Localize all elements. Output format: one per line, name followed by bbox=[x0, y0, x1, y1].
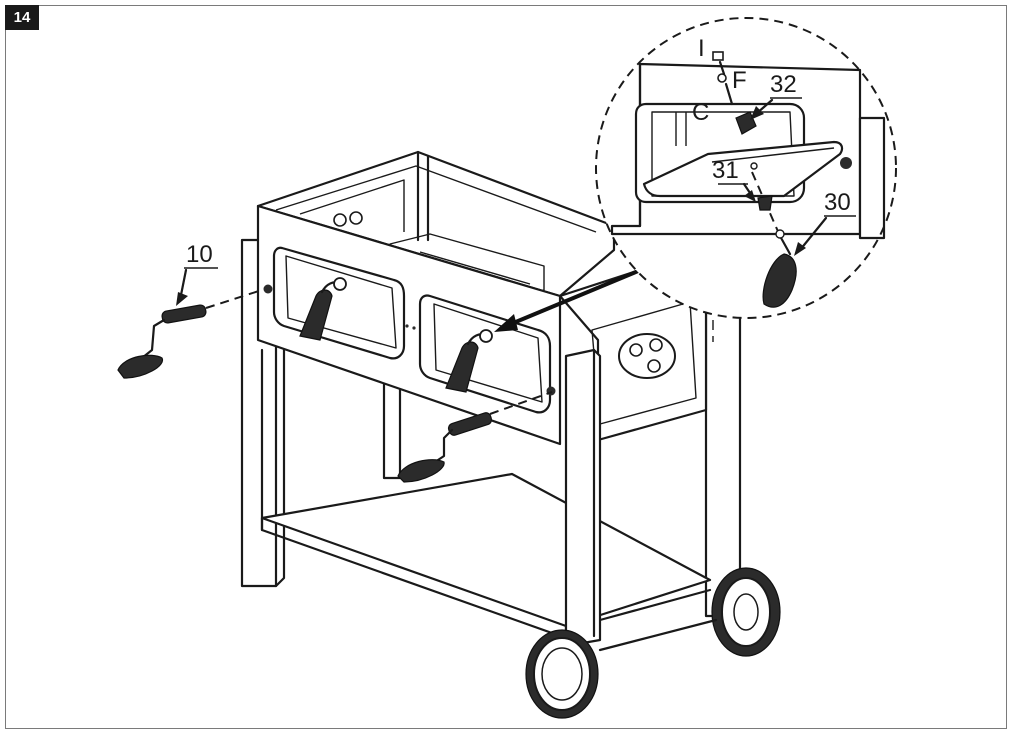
side-burner-box bbox=[558, 268, 708, 442]
step-number-badge: 14 bbox=[5, 5, 39, 30]
rear-side-panel bbox=[382, 378, 402, 480]
right-panel-knob bbox=[445, 329, 493, 393]
bottom-shelf bbox=[260, 472, 718, 652]
callout-32: 32 bbox=[770, 71, 797, 98]
page-frame bbox=[5, 5, 1007, 729]
callout-i: I bbox=[698, 35, 705, 62]
front-wheel bbox=[525, 629, 599, 719]
callout-31: 31 bbox=[712, 157, 739, 184]
firebox-body bbox=[256, 150, 616, 446]
hand-crank-lower bbox=[397, 391, 553, 483]
callout-10: 10 bbox=[186, 241, 213, 268]
callout-30: 30 bbox=[824, 189, 851, 216]
callout-leaders bbox=[176, 97, 856, 306]
assembly-arrow bbox=[494, 260, 661, 332]
hand-crank-10 bbox=[117, 289, 263, 379]
detail-zoom-circle bbox=[595, 17, 897, 319]
left-panel-knob bbox=[299, 277, 347, 341]
callout-c: C bbox=[692, 99, 709, 126]
rear-wheel bbox=[711, 567, 781, 657]
callout-f: F bbox=[732, 67, 747, 94]
front-right-leg bbox=[564, 348, 602, 648]
